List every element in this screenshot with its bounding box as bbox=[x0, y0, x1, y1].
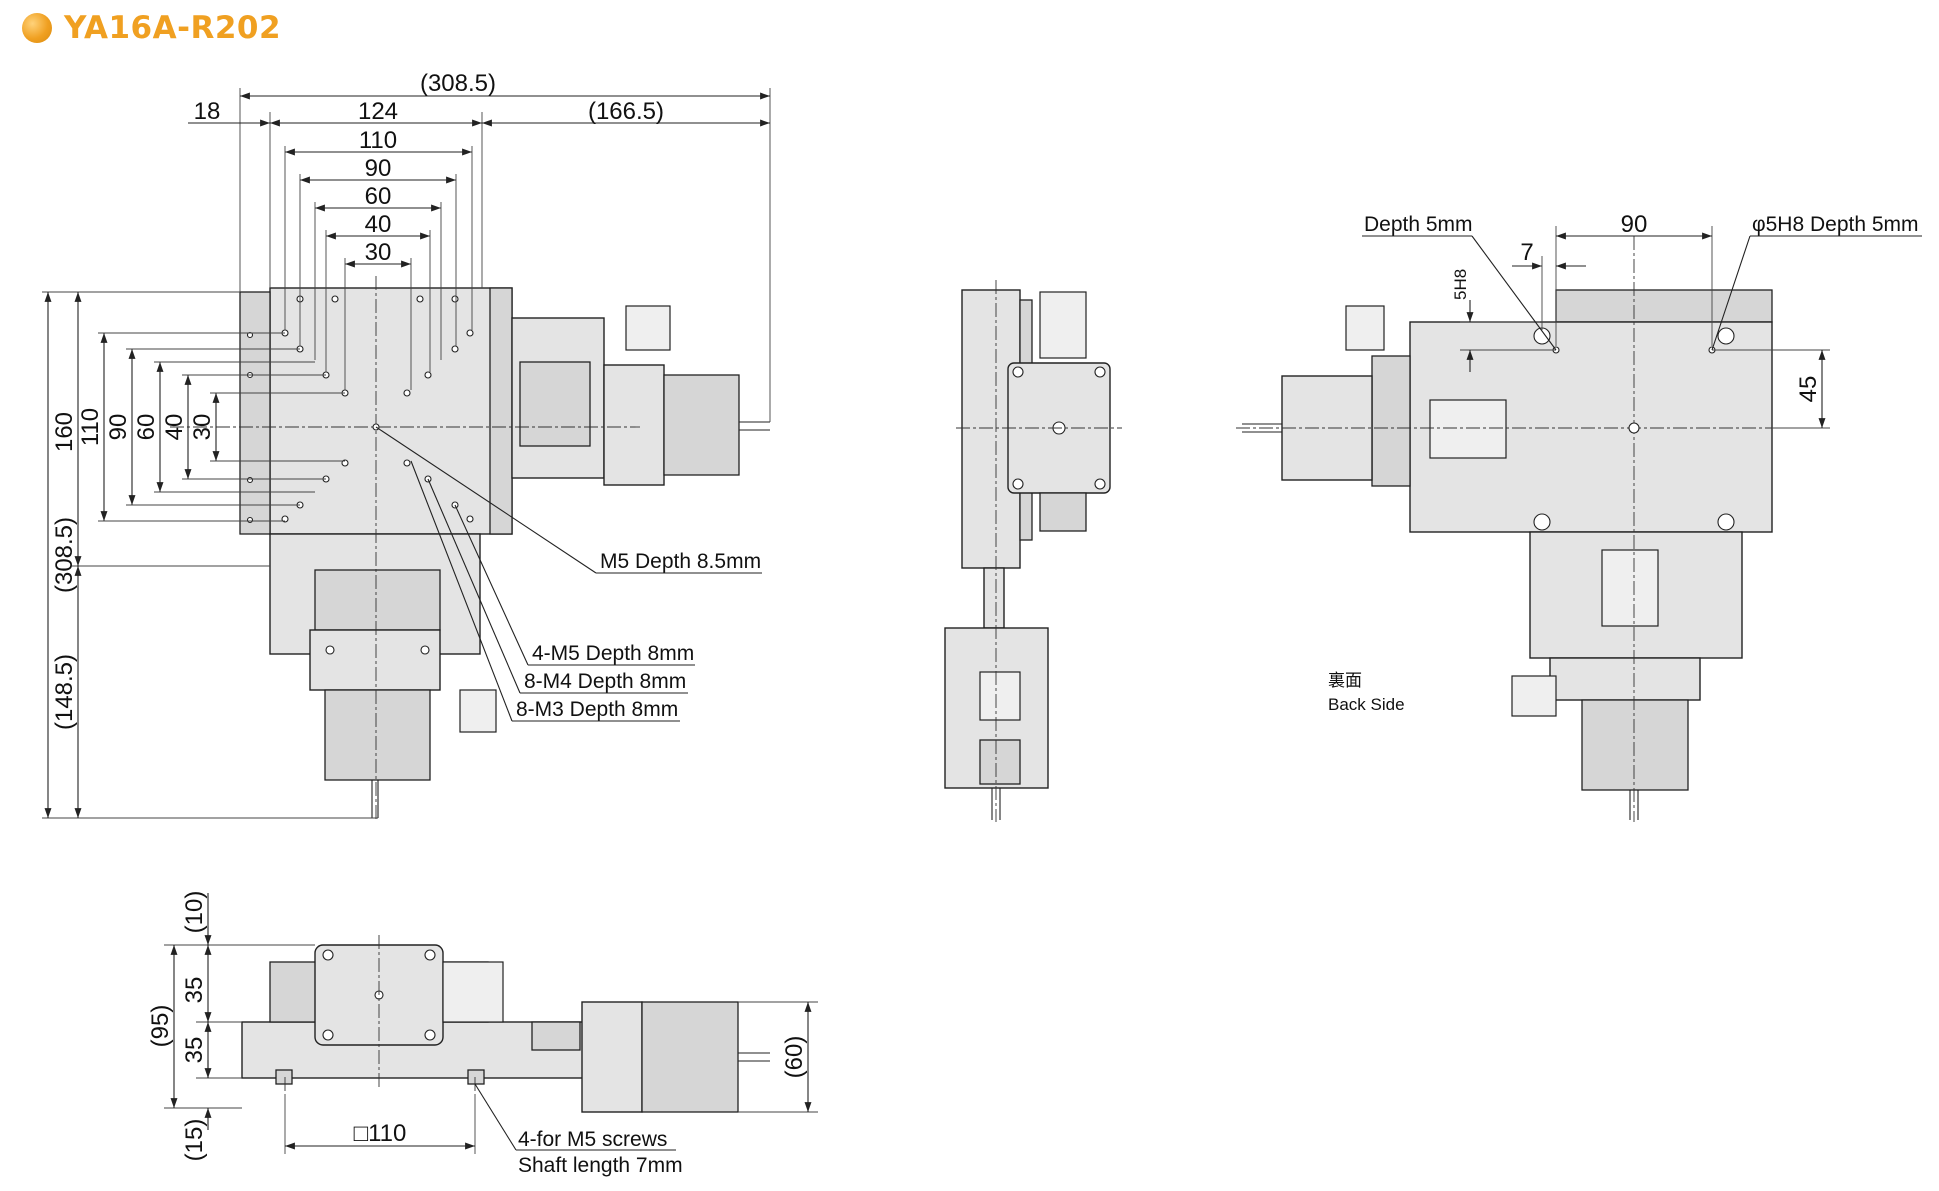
callout-depth-5mm: Depth 5mm bbox=[1364, 213, 1473, 236]
dim-5h8: 5H8 bbox=[1451, 269, 1470, 300]
top-view: (308.5) 18 124 (166.5) 110 90 60 40 30 bbox=[42, 70, 771, 820]
dim-60-v: 60 bbox=[133, 414, 160, 441]
dim-40-v: 40 bbox=[161, 414, 188, 441]
dim-40-h: 40 bbox=[365, 211, 392, 238]
top-motor bbox=[324, 689, 431, 781]
dim-90-h: 90 bbox=[365, 155, 392, 182]
back-bottom-motor bbox=[1581, 699, 1689, 791]
dim-95: (95) bbox=[147, 1005, 174, 1048]
dim-18: 18 bbox=[194, 98, 221, 125]
top-callouts: M5 Depth 8.5mm 4-M5 Depth 8mm 8-M4 Depth… bbox=[375, 426, 762, 722]
front-view: (10) 35 35 (95) (15) (60) □110 4-for M5 … bbox=[147, 891, 818, 1177]
callout-4-m5: 4-M5 Depth 8mm bbox=[532, 642, 694, 665]
dim-166-5: (166.5) bbox=[588, 98, 664, 125]
dim-60-front: (60) bbox=[781, 1036, 808, 1079]
bottom-connector bbox=[459, 689, 497, 733]
dim-35-upper: 35 bbox=[181, 977, 208, 1004]
callout-8-m4: 8-M4 Depth 8mm bbox=[524, 670, 686, 693]
dim-90-back: 90 bbox=[1621, 211, 1648, 238]
top-h-dims: (308.5) 18 124 (166.5) 110 90 60 40 30 bbox=[188, 70, 771, 422]
dim-60-h: 60 bbox=[365, 183, 392, 210]
front-gearbox bbox=[581, 1001, 643, 1113]
dim-45: 45 bbox=[1795, 376, 1822, 403]
dim-30-h: 30 bbox=[365, 239, 392, 266]
dim-10: (10) bbox=[181, 891, 208, 934]
dim-308-5-h: (308.5) bbox=[420, 70, 496, 97]
dim-30-v: 30 bbox=[189, 414, 216, 441]
top-stage-left-rail bbox=[239, 291, 271, 535]
right-connector bbox=[625, 305, 671, 351]
top-coupler bbox=[314, 569, 441, 631]
dim-308-5-v: (308.5) bbox=[51, 517, 78, 593]
top-stage-right-rail bbox=[489, 287, 513, 535]
top-holes bbox=[246, 295, 474, 655]
dim-110-v: 110 bbox=[77, 408, 104, 446]
back-view: 90 7 5H8 45 Depth 5mm φ5H8 Depth 5mm 裏面 … bbox=[1236, 211, 1922, 822]
back-side-label-jp: 裏面 bbox=[1328, 670, 1362, 690]
dim-124: 124 bbox=[358, 98, 398, 125]
top-v-dims: (308.5) 160 (148.5) 110 90 60 40 30 bbox=[42, 291, 378, 819]
top-gearbox bbox=[309, 629, 441, 691]
model-title: YA16A-R202 bbox=[64, 10, 282, 46]
callout-8-m3: 8-M3 Depth 8mm bbox=[516, 698, 678, 721]
right-gearbox bbox=[603, 364, 665, 486]
dim-148-5: (148.5) bbox=[51, 654, 78, 730]
right-coupler bbox=[519, 361, 591, 447]
bullet-icon bbox=[22, 13, 52, 43]
top-stage-upper bbox=[269, 287, 513, 535]
back-side-label-en: Back Side bbox=[1328, 695, 1405, 714]
dim-7: 7 bbox=[1520, 239, 1533, 266]
dim-15: (15) bbox=[181, 1119, 208, 1162]
dim-110-h: 110 bbox=[359, 127, 397, 154]
dim-90-v: 90 bbox=[105, 414, 132, 441]
callout-m5-screws: 4-for M5 screws bbox=[518, 1128, 667, 1151]
callout-shaft-length: Shaft length 7mm bbox=[518, 1154, 683, 1177]
dim-160: 160 bbox=[51, 412, 78, 452]
front-motor bbox=[641, 1001, 739, 1113]
side-view bbox=[944, 280, 1122, 822]
callout-m5-depth-8-5: M5 Depth 8.5mm bbox=[600, 550, 761, 573]
right-motor bbox=[663, 374, 740, 476]
dim-sq-110: □110 bbox=[354, 1120, 407, 1147]
side-connector bbox=[1039, 291, 1087, 359]
title-bar: YA16A-R202 bbox=[22, 8, 281, 48]
dim-35-lower: 35 bbox=[181, 1037, 208, 1064]
callout-phi5h8: φ5H8 Depth 5mm bbox=[1752, 213, 1919, 236]
